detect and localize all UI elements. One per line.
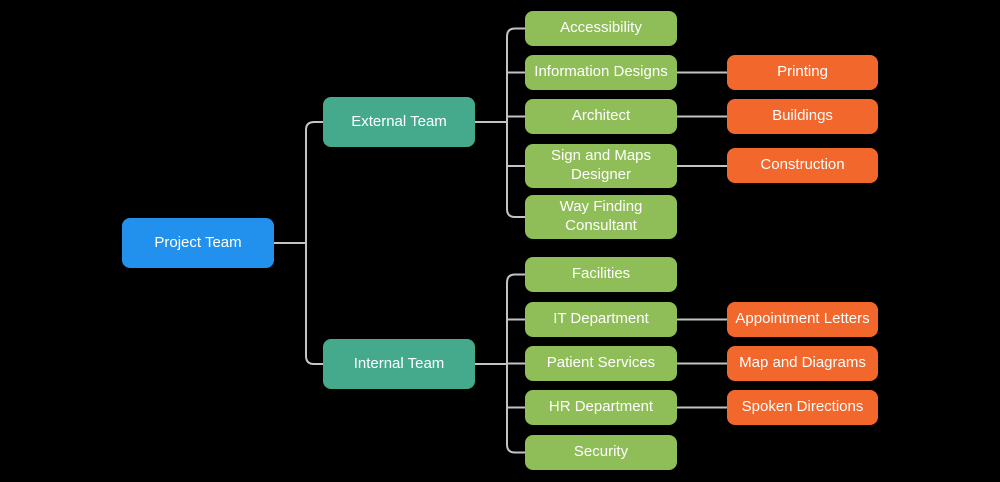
node-hr-department[interactable]: HR Department bbox=[525, 390, 677, 425]
connector-internal-to-facilities bbox=[506, 273, 525, 364]
node-external-team[interactable]: External Team bbox=[323, 97, 475, 147]
node-security[interactable]: Security bbox=[525, 435, 677, 470]
node-map-and-diagrams[interactable]: Map and Diagrams bbox=[727, 346, 878, 381]
node-it-department[interactable]: IT Department bbox=[525, 302, 677, 337]
node-construction[interactable]: Construction bbox=[727, 148, 878, 183]
connector-external-to-way-finding bbox=[506, 122, 525, 218]
node-internal-team[interactable]: Internal Team bbox=[323, 339, 475, 389]
node-way-finding-consultant[interactable]: Way Finding Consultant bbox=[525, 195, 677, 239]
connector-internal-to-security bbox=[506, 364, 525, 454]
node-facilities[interactable]: Facilities bbox=[525, 257, 677, 292]
node-accessibility[interactable]: Accessibility bbox=[525, 11, 677, 46]
node-spoken-directions[interactable]: Spoken Directions bbox=[727, 390, 878, 425]
node-printing[interactable]: Printing bbox=[727, 55, 878, 90]
node-information-designs[interactable]: Information Designs bbox=[525, 55, 677, 90]
node-buildings[interactable]: Buildings bbox=[727, 99, 878, 134]
node-project-team[interactable]: Project Team bbox=[122, 218, 274, 268]
connector-external-to-accessibility bbox=[506, 27, 525, 122]
connector-root-to-internal bbox=[305, 243, 323, 365]
node-appointment-letters[interactable]: Appointment Letters bbox=[727, 302, 878, 337]
connector-root-to-external bbox=[305, 121, 323, 243]
node-architect[interactable]: Architect bbox=[525, 99, 677, 134]
node-sign-and-maps-designer[interactable]: Sign and Maps Designer bbox=[525, 144, 677, 188]
node-patient-services[interactable]: Patient Services bbox=[525, 346, 677, 381]
